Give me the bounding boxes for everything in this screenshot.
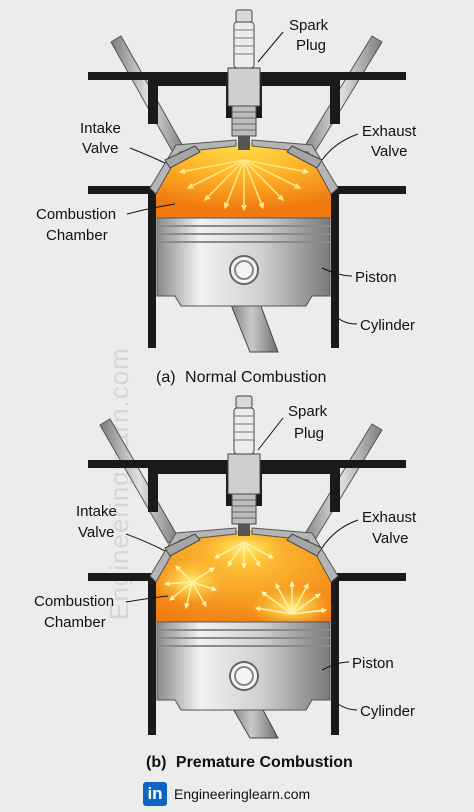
- cylinder-deck-left: [88, 573, 150, 581]
- flame-arrows-right: [254, 580, 328, 615]
- label-chamber-1: Combustion: [34, 593, 114, 610]
- footer-credit: in Engineeringlearn.com: [143, 782, 310, 806]
- leader-intake: [125, 533, 166, 552]
- label-intake-2: Valve: [82, 140, 118, 157]
- label-spark-plug-1: Spark: [289, 17, 329, 34]
- label-spark-plug-2: Plug: [294, 425, 324, 442]
- label-exhaust-1: Exhaust: [362, 123, 417, 140]
- label-piston: Piston: [355, 269, 397, 286]
- flame-arrows-left: [163, 565, 218, 610]
- flame-arrows: [178, 159, 310, 212]
- caption-text: Premature Combustion: [176, 754, 353, 771]
- label-chamber-2: Chamber: [44, 614, 106, 631]
- label-spark-plug-2: Plug: [296, 37, 326, 54]
- leader-exhaust: [321, 519, 359, 549]
- leader-spark-plug: [257, 31, 284, 63]
- label-piston: Piston: [352, 655, 394, 672]
- diagram-normal-combustion: Spark Plug Intake Valve Exhaust Valve Co…: [36, 9, 417, 386]
- label-exhaust-2: Valve: [371, 143, 407, 160]
- cylinder-deck-right: [338, 573, 406, 581]
- chamber-roof: [149, 527, 237, 583]
- cylinder-wall-right: [331, 186, 339, 348]
- exhaust-valve-head: [286, 145, 323, 169]
- cylinder-wall-left: [148, 573, 156, 735]
- chamber-roof-right: [251, 527, 339, 583]
- exhaust-valve-head: [286, 533, 323, 557]
- leader-piston: [321, 661, 350, 671]
- leader-intake: [129, 147, 166, 164]
- label-intake-1: Intake: [76, 503, 117, 520]
- intake-valve-head: [164, 145, 201, 169]
- leader-chamber: [126, 203, 176, 215]
- leader-cylinder: [337, 317, 358, 325]
- cylinder-deck-left: [88, 186, 150, 194]
- exhaust-valve-stem: [299, 35, 383, 161]
- leader-spark-plug: [257, 417, 284, 451]
- intake-valve-head: [164, 533, 201, 557]
- caption-prefix: (a): [156, 369, 176, 386]
- leader-exhaust: [321, 133, 359, 161]
- diagram-premature-combustion: Spark Plug Intake Valve Exhaust Valve Co…: [34, 395, 417, 771]
- cylinder-deck-right: [338, 186, 406, 194]
- spark-plug: [227, 9, 261, 150]
- label-intake-2: Valve: [78, 524, 114, 541]
- flame-arrows-top: [214, 541, 274, 570]
- caption-text: Normal Combustion: [185, 369, 326, 386]
- label-exhaust-2: Valve: [372, 530, 408, 547]
- caption-normal: (a) Normal Combustion: [156, 369, 326, 386]
- label-intake-1: Intake: [80, 120, 121, 137]
- chamber-roof: [149, 139, 237, 195]
- label-cylinder: Cylinder: [360, 317, 415, 334]
- label-chamber-2: Chamber: [46, 227, 108, 244]
- label-exhaust-1: Exhaust: [362, 509, 417, 526]
- linkedin-icon[interactable]: in: [143, 782, 167, 806]
- caption-premature: (b) Premature Combustion: [146, 754, 353, 771]
- label-cylinder: Cylinder: [360, 703, 415, 720]
- leader-piston: [321, 267, 353, 277]
- label-spark-plug-1: Spark: [288, 403, 328, 420]
- label-chamber-1: Combustion: [36, 206, 116, 223]
- footer-site[interactable]: Engineeringlearn.com: [174, 786, 311, 802]
- chamber-roof-right: [251, 139, 339, 195]
- exhaust-valve-stem: [299, 423, 383, 549]
- caption-prefix: (b): [146, 754, 166, 771]
- cylinder-wall-left: [148, 186, 156, 348]
- leader-chamber: [125, 595, 169, 603]
- cylinder-wall-right: [331, 573, 339, 735]
- spark-plug: [227, 395, 261, 536]
- piston-pin-inner: [234, 666, 254, 686]
- leader-cylinder: [337, 703, 358, 711]
- piston-pin-inner: [234, 260, 254, 280]
